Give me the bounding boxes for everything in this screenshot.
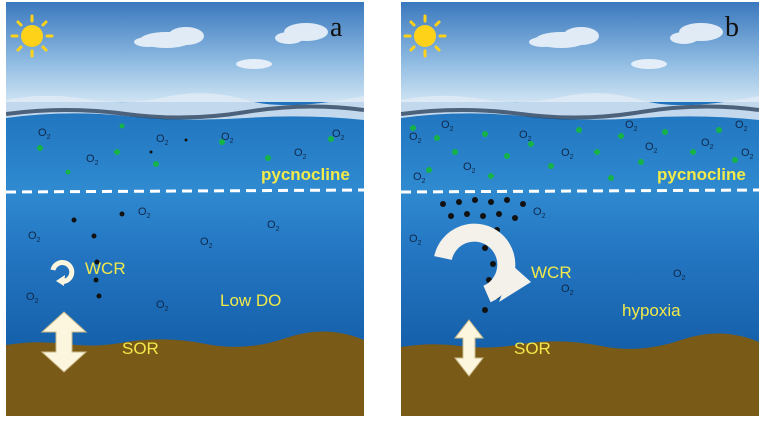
sediment	[6, 331, 364, 416]
sky	[6, 2, 364, 102]
panel-a-scene	[6, 2, 364, 416]
o2-label: O2	[441, 119, 454, 134]
o2-label: O2	[561, 147, 574, 162]
o2-label: O2	[561, 283, 574, 298]
o2-label: O2	[294, 147, 307, 162]
water-surface	[6, 93, 364, 120]
zone-label: Low DO	[220, 291, 282, 310]
panel-label-a: a	[330, 12, 343, 43]
organic-particles	[71, 138, 188, 299]
o2-label: O2	[86, 153, 99, 168]
o2-label: O2	[409, 131, 422, 146]
o2-label: O2	[138, 206, 151, 221]
panel-b-scene	[401, 2, 759, 416]
o2-label: O2	[645, 141, 658, 156]
o2-label: O2	[200, 236, 213, 251]
zone-label: hypoxia	[622, 301, 681, 320]
panel-label-b: b	[725, 12, 739, 43]
panel-b: b pycnocline WCR hypoxia SOR O2 O2 O2 O2…	[401, 2, 759, 416]
sediment	[401, 333, 759, 416]
o2-label: O2	[26, 291, 39, 306]
circular-arrow-icon	[434, 223, 531, 303]
o2-label: O2	[156, 299, 169, 314]
double-arrow-icon	[40, 311, 88, 373]
o2-label: O2	[28, 230, 41, 245]
pycnocline-label: pycnocline	[261, 165, 350, 184]
o2-label: O2	[413, 171, 426, 186]
cloud-icon	[134, 23, 328, 69]
water	[6, 102, 364, 352]
wcr-label: WCR	[85, 259, 126, 278]
o2-label: O2	[221, 131, 234, 146]
o2-label: O2	[533, 206, 546, 221]
o2-label: O2	[673, 268, 686, 283]
sky	[401, 2, 759, 102]
oxygen-dots	[410, 125, 738, 181]
sun-icon	[10, 14, 54, 58]
sun-icon	[403, 14, 447, 58]
o2-label: O2	[463, 161, 476, 176]
o2-label: O2	[38, 127, 51, 142]
o2-label: O2	[735, 119, 748, 134]
o2-label: O2	[519, 129, 532, 144]
o2-label: O2	[267, 219, 280, 234]
o2-label: O2	[156, 133, 169, 148]
panel-a: a pycnocline WCR Low DO SOR O2 O2 O2 O2 …	[6, 2, 364, 416]
circular-arrow-icon	[50, 260, 75, 286]
o2-label: O2	[701, 137, 714, 152]
o2-label: O2	[625, 119, 638, 134]
sor-label: SOR	[122, 339, 159, 358]
wcr-label: WCR	[531, 263, 572, 282]
water-surface	[401, 93, 759, 120]
o2-label: O2	[409, 233, 422, 248]
sor-label: SOR	[514, 339, 551, 358]
oxygen-dots	[37, 123, 334, 175]
double-arrow-icon	[453, 319, 485, 377]
o2-label: O2	[332, 128, 345, 143]
o2-label: O2	[741, 147, 754, 162]
cloud-icon	[529, 23, 723, 69]
pycnocline-line	[401, 188, 759, 194]
pycnocline-line	[6, 188, 364, 194]
pycnocline-label: pycnocline	[657, 165, 746, 184]
